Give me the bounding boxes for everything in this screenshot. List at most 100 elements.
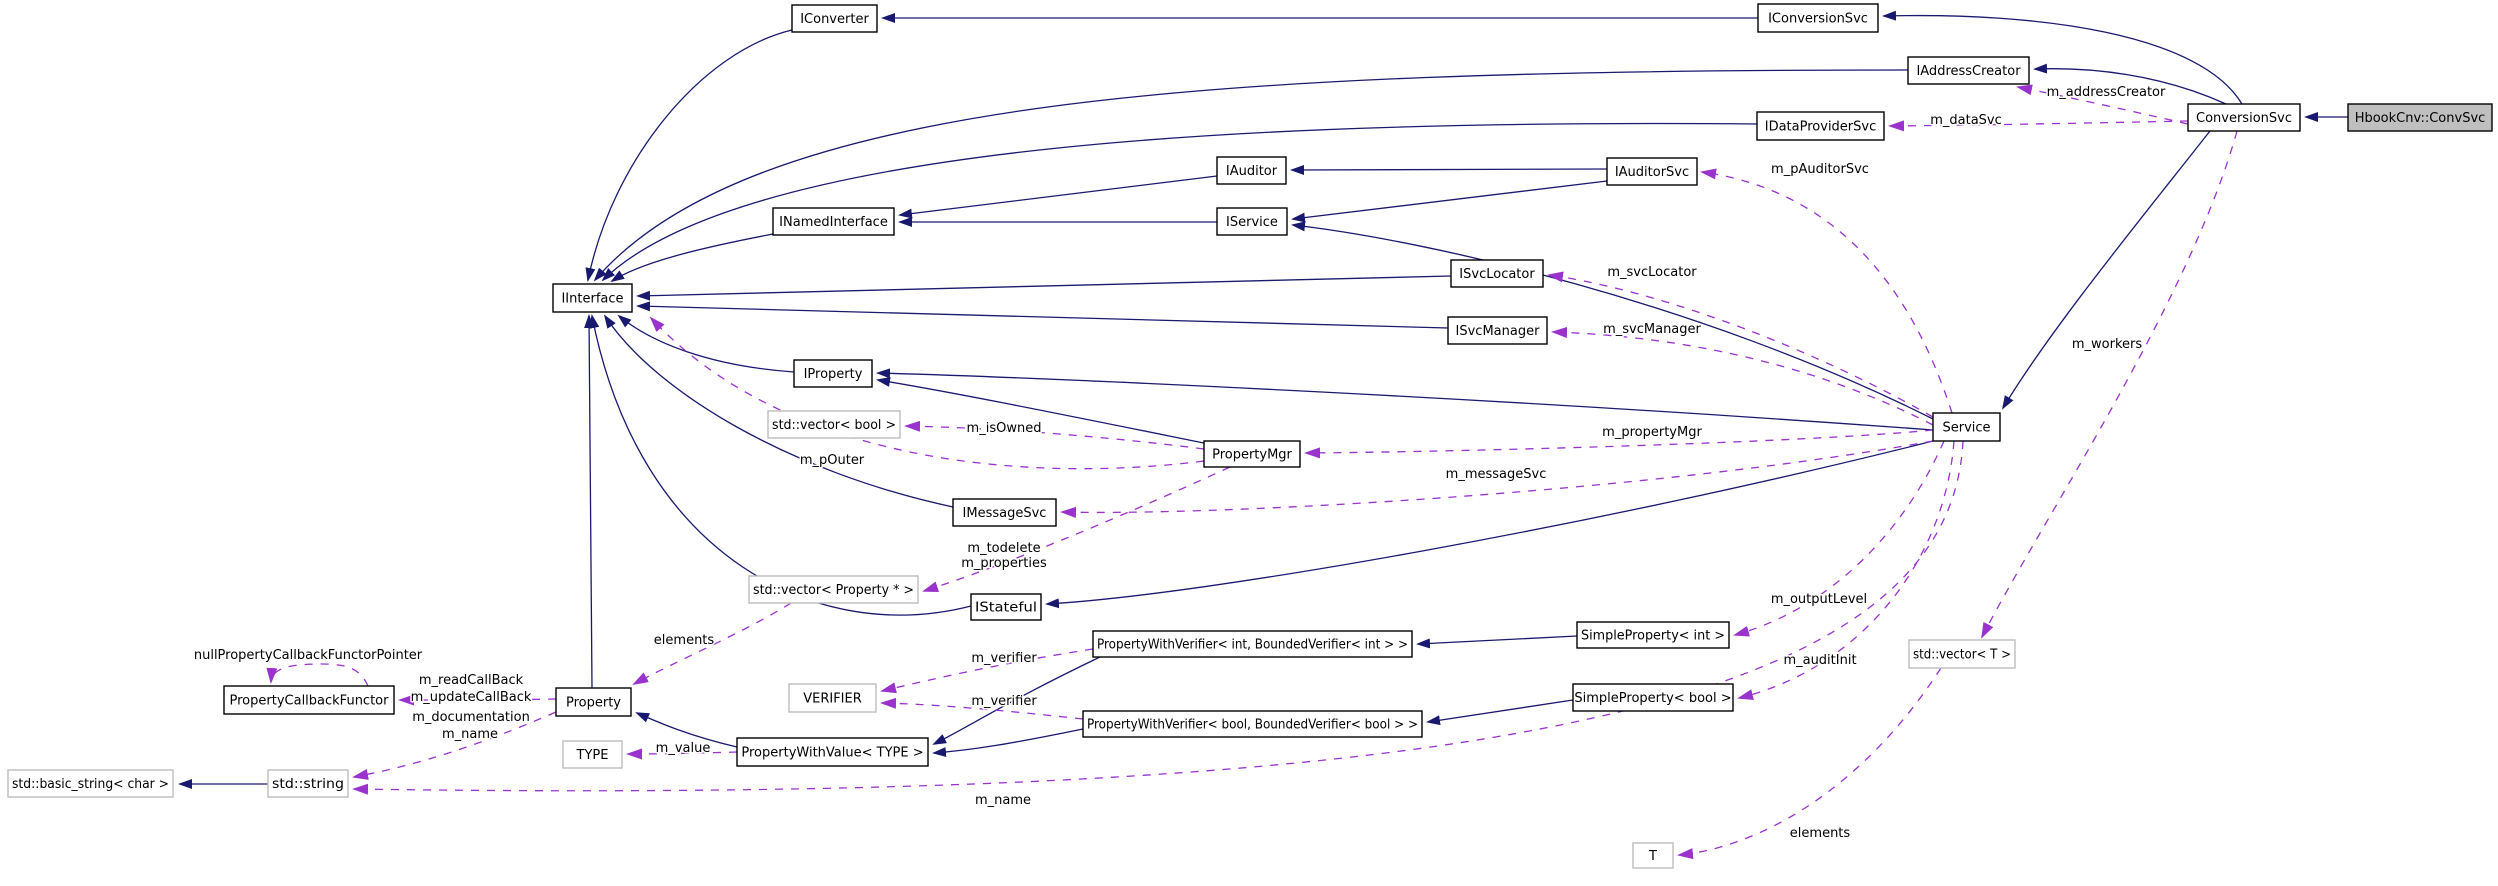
node-iauditorsvc[interactable]: IAuditorSvc: [1606, 157, 1698, 186]
edge-service-to-simpleint: [1733, 440, 1945, 637]
node-istateful[interactable]: IStateful: [970, 593, 1042, 621]
node-box-vectorbool: [767, 410, 901, 439]
node-box-idataprovidersvc: [1756, 111, 1885, 141]
node-box-type: [562, 740, 623, 769]
node-iproperty[interactable]: IProperty: [793, 359, 873, 388]
edge-property-to-pcf: [398, 694, 557, 706]
node-propertymgr[interactable]: PropertyMgr: [1203, 440, 1301, 468]
edge-iproperty-to-iinterface: [617, 314, 795, 373]
node-iservice[interactable]: IService: [1216, 207, 1288, 236]
edge-idataprovidersvc-to-iinterface: [601, 122, 1758, 282]
node-isvclocator[interactable]: ISvcLocator: [1450, 259, 1544, 288]
edge-label-m_svcLocator: m_svcLocator: [1607, 265, 1697, 280]
edge-propertymgr-to-vectorbool: [904, 420, 1205, 450]
edge-label-m_verifier: m_verifier: [971, 694, 1037, 709]
node-iconverter[interactable]: IConverter: [791, 4, 878, 33]
node-hbookcnv: HbookCnv::ConvSvc: [2347, 103, 2493, 132]
node-box-istateful: [970, 593, 1042, 621]
node-box-iproperty: [793, 359, 873, 388]
node-vectorprop: std::vector< Property * >: [748, 575, 919, 604]
node-label-basicstring: std::basic_string< char >: [12, 777, 169, 792]
edge-iauditorsvc-to-iservice: [1291, 180, 1608, 223]
node-label-pwvint: PropertyWithVerifier< int, BoundedVerifi…: [1097, 638, 1408, 653]
node-box-simpleint: [1576, 621, 1730, 649]
node-box-verifier: [788, 683, 877, 713]
node-box-iauditorsvc: [1606, 157, 1698, 186]
node-service[interactable]: Service: [1932, 412, 2001, 442]
node-label-iservice: IService: [1226, 215, 1278, 230]
node-simplebool[interactable]: SimpleProperty< bool >: [1572, 683, 1734, 712]
edge-label-m_auditInit: m_auditInit: [1783, 653, 1856, 668]
node-isvcmanager[interactable]: ISvcManager: [1447, 316, 1548, 345]
node-box-propertymgr: [1203, 440, 1301, 468]
edge-label-m_name: m_name: [442, 727, 498, 742]
node-iauditor[interactable]: IAuditor: [1216, 156, 1287, 185]
edge-simpleint-to-pwvint: [1416, 635, 1578, 649]
node-pwvbool[interactable]: PropertyWithVerifier< bool, BoundedVerif…: [1082, 710, 1423, 738]
node-box-service: [1932, 412, 2001, 442]
node-pcf[interactable]: PropertyCallbackFunctor: [223, 685, 395, 715]
node-conversionsvc[interactable]: ConversionSvc: [2187, 103, 2301, 132]
edge-service-to-propertymgr: [1304, 429, 1934, 459]
edge-label-elements: elements: [654, 633, 715, 648]
node-pwvalue[interactable]: PropertyWithValue< TYPE >: [736, 737, 929, 767]
edge-label-m_workers: m_workers: [2072, 337, 2143, 352]
node-label-isvcmanager: ISvcManager: [1456, 324, 1541, 339]
edge-pwvbool-to-pwvalue: [932, 728, 1084, 758]
edge-iauditor-to-inamedinterface: [898, 175, 1218, 219]
edge-label-m_readCallBack: m_readCallBack: [419, 673, 524, 688]
node-iinterface[interactable]: IInterface: [552, 283, 633, 313]
edge-label-m_updateCallBack: m_updateCallBack: [411, 690, 532, 705]
node-label-service: Service: [1942, 421, 1990, 436]
node-label-pwvbool: PropertyWithVerifier< bool, BoundedVerif…: [1087, 718, 1418, 733]
edge-label-m_svcManager: m_svcManager: [1603, 322, 1701, 337]
node-label-simplebool: SimpleProperty< bool >: [1574, 691, 1731, 706]
node-label-hbookcnv: HbookCnv::ConvSvc: [2355, 111, 2486, 126]
node-box-simplebool: [1572, 683, 1734, 712]
edge-label-m_propertyMgr: m_propertyMgr: [1602, 425, 1702, 440]
node-box-pwvint: [1092, 630, 1413, 658]
edge-iconverter-to-iinterface: [585, 29, 793, 282]
node-iaddresscreator[interactable]: IAddressCreator: [1907, 56, 2030, 85]
node-label-pwvalue: PropertyWithValue< TYPE >: [741, 746, 923, 761]
node-label-pcf: PropertyCallbackFunctor: [230, 694, 390, 709]
edge-pwvalue-to-property: [635, 712, 738, 748]
node-pwvint[interactable]: PropertyWithVerifier< int, BoundedVerifi…: [1092, 630, 1413, 658]
node-iconversionsvc[interactable]: IConversionSvc: [1757, 3, 1879, 33]
node-imessagesvc[interactable]: IMessageSvc: [952, 498, 1057, 527]
edge-isvclocator-to-iinterface: [636, 275, 1452, 301]
node-label-idataprovidersvc: IDataProviderSvc: [1765, 120, 1877, 135]
node-property[interactable]: Property: [555, 687, 632, 717]
node-simpleint[interactable]: SimpleProperty< int >: [1576, 621, 1730, 649]
edge-inamedinterface-to-iinterface: [610, 233, 774, 283]
node-label-conversionsvc: ConversionSvc: [2196, 111, 2292, 126]
edge-iauditorsvc-to-iauditor: [1290, 164, 1608, 175]
node-label-property: Property: [566, 696, 621, 711]
node-label-iaddresscreator: IAddressCreator: [1916, 64, 2021, 79]
node-box-vectorprop: [748, 575, 919, 604]
node-label-inamedinterface: INamedInterface: [779, 215, 888, 230]
edge-label-m_name: m_name: [975, 793, 1031, 808]
edge-conversionsvc-to-iaddresscreator: [2033, 63, 2227, 105]
edges-layer: [178, 10, 2348, 860]
edge-label-m_addressCreator: m_addressCreator: [2047, 85, 2166, 100]
node-label-vectorprop: std::vector< Property * >: [753, 583, 914, 598]
edge-imessagesvc-to-iinterface: [603, 314, 954, 508]
node-idataprovidersvc[interactable]: IDataProviderSvc: [1756, 111, 1885, 141]
node-t: T: [1632, 842, 1674, 869]
edge-service-to-istateful: [1045, 440, 1934, 609]
node-box-iauditor: [1216, 156, 1287, 185]
edge-label-m_isOwned: m_isOwned: [967, 421, 1042, 436]
node-box-inamedinterface: [772, 207, 895, 236]
node-box-property: [555, 687, 632, 717]
edge-property-to-iinterface: [584, 314, 595, 689]
node-stdstring: std::string: [267, 769, 349, 798]
edge-label-nullPropertyCallbackFunctorPointer: nullPropertyCallbackFunctorPointer: [194, 648, 423, 663]
node-box-iinterface: [552, 283, 633, 313]
node-label-t: T: [1648, 849, 1657, 864]
edge-label-m_value: m_value: [656, 741, 711, 756]
node-box-vectort: [1908, 639, 2016, 669]
node-inamedinterface[interactable]: INamedInterface: [772, 207, 895, 236]
node-box-iconverter: [791, 4, 878, 33]
node-label-verifier: VERIFIER: [803, 692, 862, 707]
